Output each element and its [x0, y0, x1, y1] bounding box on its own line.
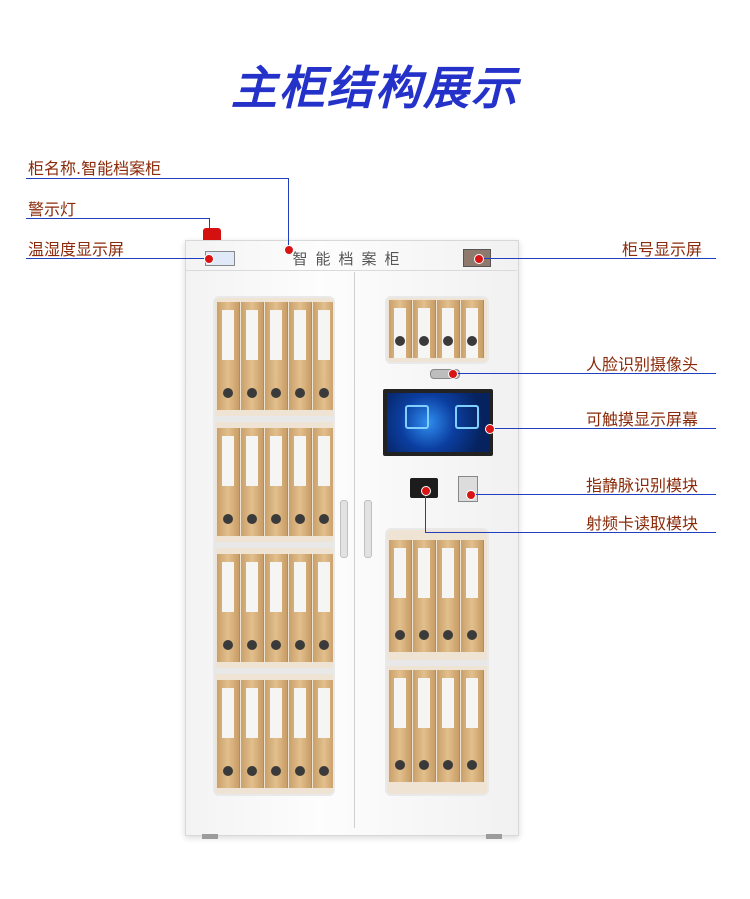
file-binder	[389, 670, 412, 782]
file-binder	[289, 554, 312, 662]
file-binder	[437, 540, 460, 652]
file-binder	[289, 680, 312, 788]
shelf	[387, 660, 487, 666]
callout-touch-screen: 可触摸显示屏幕	[586, 410, 699, 429]
warning-light-icon	[203, 228, 221, 240]
left-door-handle[interactable]	[340, 500, 348, 558]
leader-line	[26, 178, 288, 179]
file-binder	[289, 428, 312, 536]
file-binder	[461, 540, 484, 652]
right-lower-glass	[385, 528, 489, 796]
cabinet-foot	[486, 834, 502, 839]
door-divider	[354, 272, 355, 828]
leader-line	[288, 178, 289, 248]
file-binder	[289, 302, 312, 410]
file-binder	[313, 680, 333, 788]
file-binder	[389, 300, 412, 358]
leader-line	[26, 258, 206, 259]
leader-line	[425, 532, 716, 533]
left-glass-door	[213, 296, 335, 796]
marker-dot	[474, 254, 484, 264]
cabinet-header-panel	[185, 240, 517, 271]
leader-line	[26, 218, 209, 219]
leader-line	[425, 494, 426, 532]
file-binder	[217, 428, 240, 536]
file-binder	[461, 300, 484, 358]
leader-line	[489, 428, 716, 429]
file-binder	[265, 680, 288, 788]
right-upper-glass	[385, 296, 489, 364]
file-binder	[413, 540, 436, 652]
callout-finger-vein: 指静脉识别模块	[586, 476, 699, 495]
leader-line	[478, 258, 716, 259]
marker-dot	[448, 369, 458, 379]
file-binder	[313, 302, 333, 410]
file-binder	[313, 554, 333, 662]
file-binder	[217, 302, 240, 410]
file-binder	[241, 428, 264, 536]
right-door-handle[interactable]	[364, 500, 372, 558]
callout-warning-light: 警示灯	[28, 200, 77, 219]
file-binder	[461, 670, 484, 782]
callout-cabinet-name: 柜名称.智能档案柜	[28, 159, 162, 178]
leader-line	[470, 494, 716, 495]
file-binder	[241, 554, 264, 662]
file-binder	[437, 670, 460, 782]
callout-cabinet-number: 柜号显示屏	[622, 240, 703, 259]
file-binder	[389, 540, 412, 652]
callout-temp-humidity: 温湿度显示屏	[28, 240, 125, 259]
file-binder	[265, 554, 288, 662]
file-binder	[413, 670, 436, 782]
file-binder	[265, 428, 288, 536]
shelf	[215, 542, 333, 548]
marker-dot	[421, 486, 431, 496]
cabinet-foot	[202, 834, 218, 839]
file-binder	[437, 300, 460, 358]
shelf	[215, 416, 333, 422]
file-binder	[413, 300, 436, 358]
marker-dot	[485, 424, 495, 434]
marker-dot	[466, 490, 476, 500]
file-binder	[217, 680, 240, 788]
file-binder	[217, 554, 240, 662]
marker-dot	[284, 245, 294, 255]
touch-screen-display[interactable]	[383, 389, 493, 456]
fingerprint-icon	[455, 405, 479, 429]
shelf	[215, 668, 333, 674]
marker-dot	[204, 254, 214, 264]
file-binder	[241, 680, 264, 788]
file-binder	[241, 302, 264, 410]
leader-line	[209, 218, 210, 230]
leader-line	[452, 373, 716, 374]
file-binder	[265, 302, 288, 410]
cabinet-nameplate: 智能档案柜	[292, 250, 408, 268]
face-camera-icon	[430, 369, 460, 379]
page-title: 主柜结构展示	[231, 61, 519, 115]
callout-face-camera: 人脸识别摄像头	[586, 355, 699, 374]
file-binder	[313, 428, 333, 536]
callout-rfid: 射频卡读取模块	[586, 514, 699, 533]
fingerprint-icon	[405, 405, 429, 429]
